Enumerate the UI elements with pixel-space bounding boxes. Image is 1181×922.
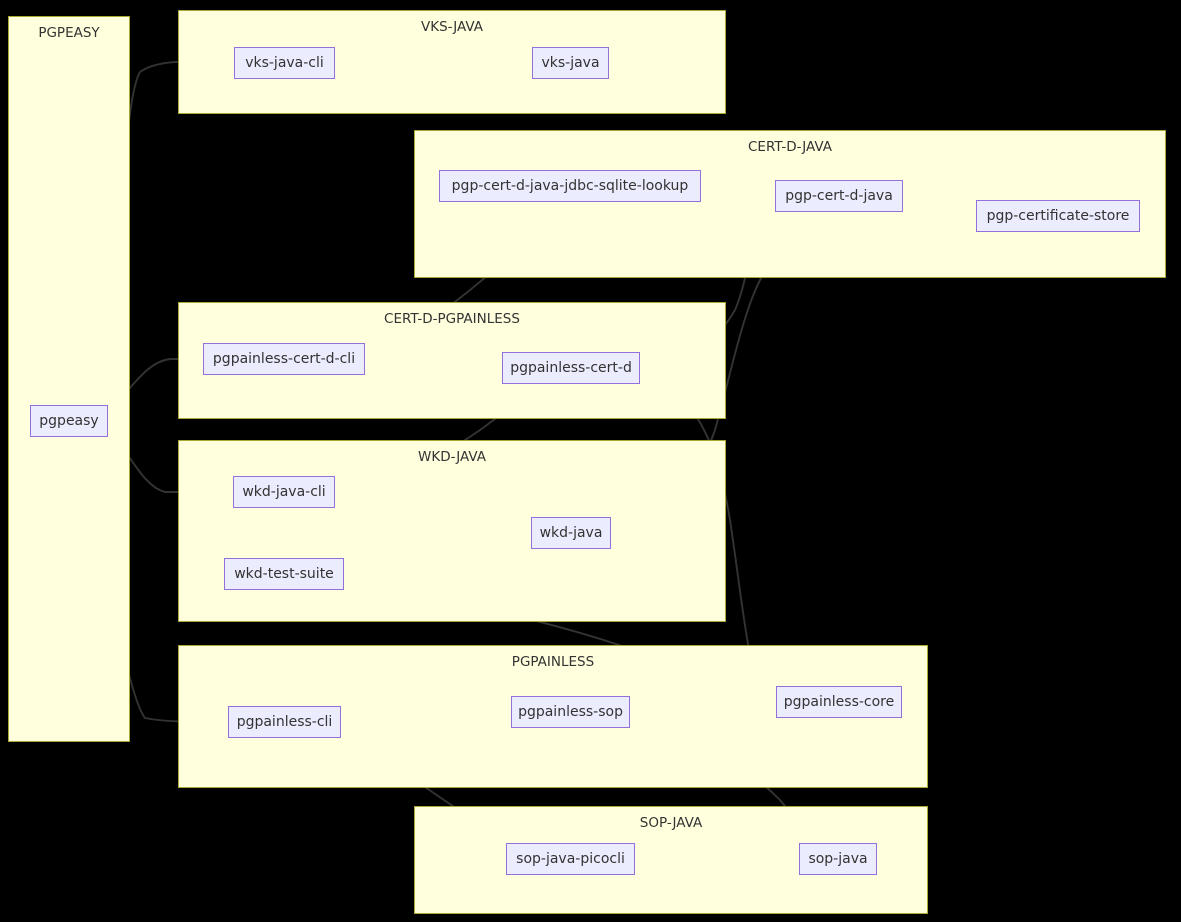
node-label-wkd_java_cli: wkd-java-cli [242, 484, 326, 500]
node-label-pgpainless_cli: pgpainless-cli [236, 714, 333, 730]
node-vks_java_node[interactable]: vks-java [532, 47, 609, 79]
node-label-sop_java_node: sop-java [808, 851, 868, 867]
cluster-label-cert_d_java: CERT-D-JAVA [748, 139, 832, 155]
node-pgpainless_cert_d[interactable]: pgpainless-cert-d [502, 352, 640, 384]
node-label-pgp_cert_store: pgp-certificate-store [986, 208, 1130, 224]
cluster-label-pgpainless: PGPAINLESS [511, 654, 595, 670]
node-label-wkd_test_suite: wkd-test-suite [234, 566, 334, 582]
node-wkd_test_suite[interactable]: wkd-test-suite [224, 558, 344, 590]
node-wkd_java_cli[interactable]: wkd-java-cli [233, 476, 335, 508]
node-label-pgpeasy: pgpeasy [39, 413, 99, 429]
cluster-label-vks_java: VKS-JAVA [420, 19, 483, 35]
node-label-pgpainless_core: pgpainless-core [783, 694, 895, 710]
node-label-vks_java_cli: vks-java-cli [245, 55, 324, 71]
node-label-sop_java_picocli: sop-java-picocli [516, 851, 625, 867]
node-pgp_cert_d_java[interactable]: pgp-cert-d-java [775, 180, 903, 212]
node-label-pgpainless_cert_d_cli: pgpainless-cert-d-cli [212, 351, 356, 367]
cluster-label-wkd_java: WKD-JAVA [418, 449, 486, 465]
cluster-wkd_java: WKD-JAVA [178, 440, 726, 622]
node-label-pgpainless_cert_d: pgpainless-cert-d [510, 360, 632, 376]
node-label-pgpainless_sop: pgpainless-sop [518, 704, 623, 720]
node-vks_java_cli[interactable]: vks-java-cli [234, 47, 335, 79]
cluster-label-cert_d_pgpainless: CERT-D-PGPAINLESS [384, 311, 520, 327]
node-pgpainless_sop[interactable]: pgpainless-sop [511, 696, 630, 728]
node-pgpeasy[interactable]: pgpeasy [30, 405, 108, 437]
cluster-label-sop_java: SOP-JAVA [639, 815, 703, 831]
node-label-pgp_cert_d_java: pgp-cert-d-java [785, 188, 893, 204]
node-pgp_cert_store[interactable]: pgp-certificate-store [976, 200, 1140, 232]
node-jdbc_sqlite_lookup[interactable]: pgp-cert-d-java-jdbc-sqlite-lookup [439, 170, 701, 202]
node-pgpainless_cert_d_cli[interactable]: pgpainless-cert-d-cli [203, 343, 365, 375]
node-sop_java_node[interactable]: sop-java [799, 843, 877, 875]
node-label-vks_java_node: vks-java [541, 55, 600, 71]
node-pgpainless_core[interactable]: pgpainless-core [776, 686, 902, 718]
node-sop_java_picocli[interactable]: sop-java-picocli [506, 843, 635, 875]
cluster-pgpeasy: PGPEASY [8, 16, 130, 742]
node-wkd_java_node[interactable]: wkd-java [531, 517, 611, 549]
node-pgpainless_cli[interactable]: pgpainless-cli [228, 706, 341, 738]
node-label-wkd_java_node: wkd-java [539, 525, 603, 541]
node-label-jdbc_sqlite_lookup: pgp-cert-d-java-jdbc-sqlite-lookup [451, 178, 689, 194]
cluster-label-pgpeasy: PGPEASY [38, 25, 100, 41]
